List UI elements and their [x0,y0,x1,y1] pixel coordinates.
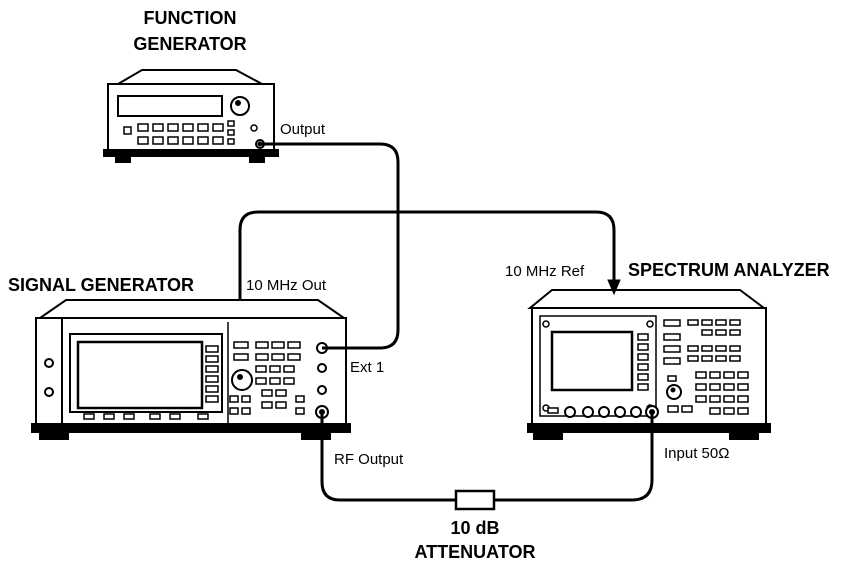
cable-attenuator-to-input [494,412,654,502]
spectrum-analyzer [527,289,771,440]
port-label-10mhz-ref: 10 MHz Ref [505,263,585,280]
function-generator-title-line2: GENERATOR [133,34,246,54]
function-generator [103,69,279,163]
attenuator-title-line2: ATTENUATOR [415,542,536,562]
port-label-ext1: Ext 1 [350,359,384,376]
port-label-rf-output: RF Output [334,451,404,468]
signal-generator-title: SIGNAL GENERATOR [8,275,194,295]
attenuator-title-line1: 10 dB [450,518,499,538]
cable-10mhz-out-to-10mhz-ref [238,210,616,300]
signal-generator [31,299,351,440]
spectrum-analyzer-title: SPECTRUM ANALYZER [628,260,830,280]
port-label-input-50-ohm: Input 50Ω [664,445,729,462]
function-generator-title-line1: FUNCTION [144,8,237,28]
port-label-fg-output: Output [280,121,326,138]
port-label-10mhz-out: 10 MHz Out [246,277,327,294]
arrowhead-10mhz-ref [607,279,621,296]
cable-rf-output-to-attenuator [320,412,456,502]
attenuator [454,489,496,511]
cable-fg-output-to-ext1 [260,142,400,350]
